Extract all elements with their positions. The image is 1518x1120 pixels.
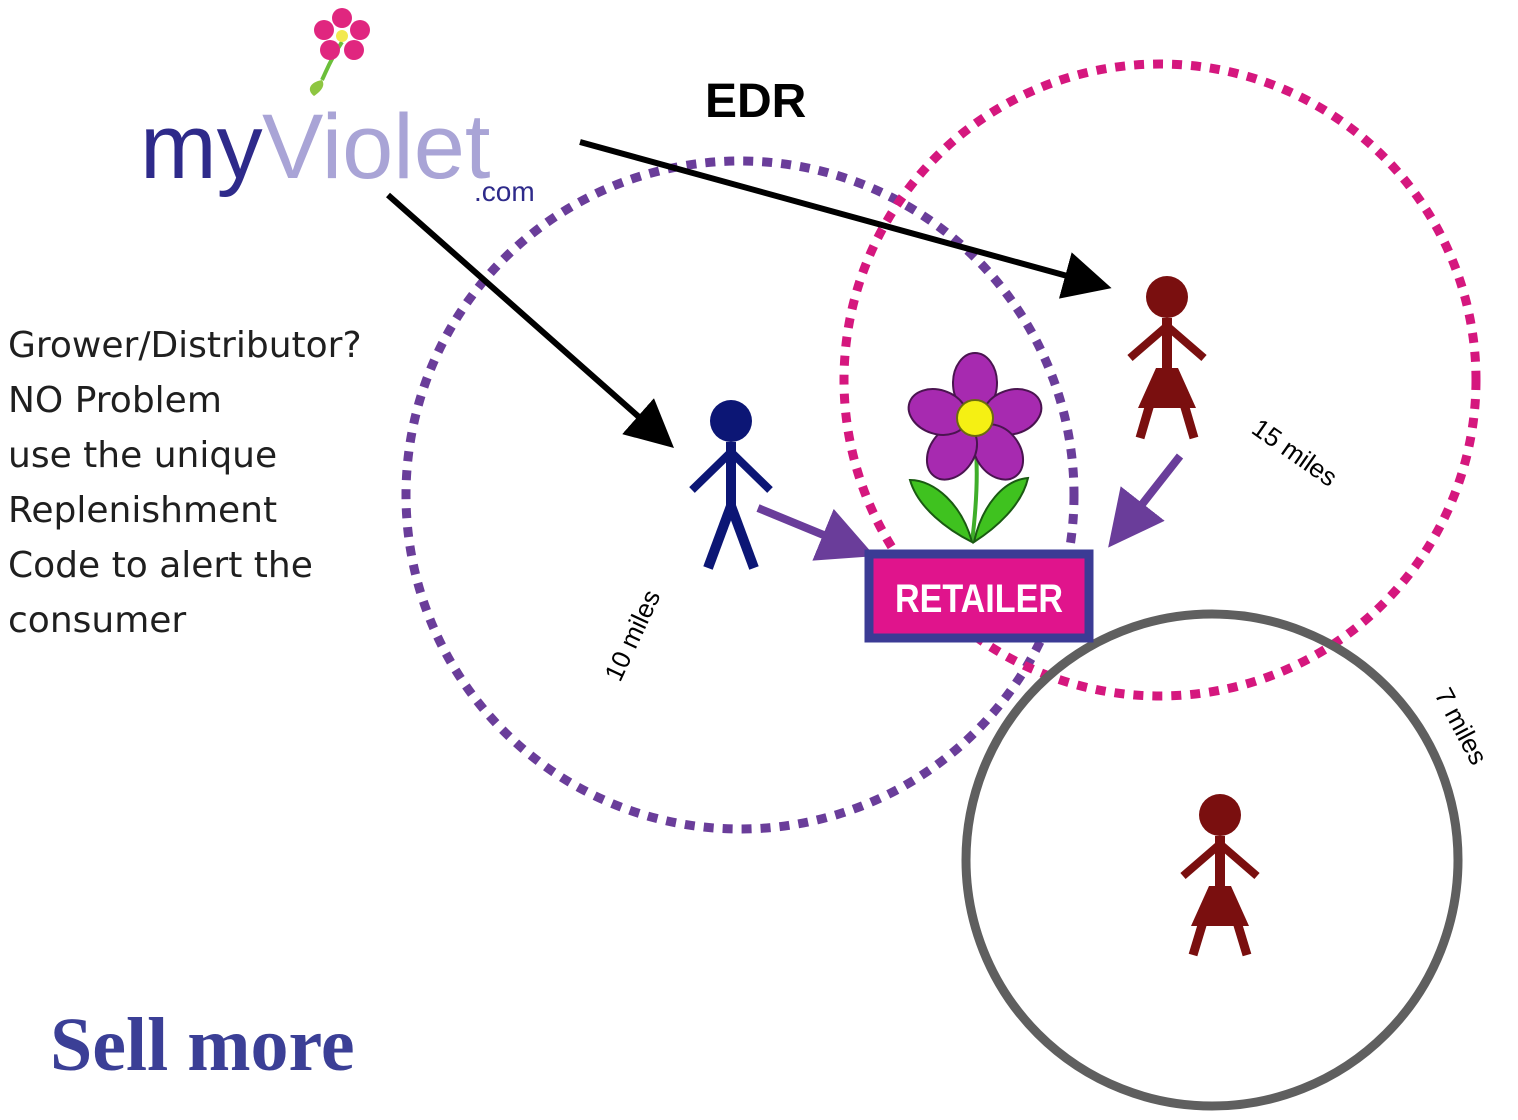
logo-text-violet: Violet: [262, 96, 490, 198]
violet-flower-icon: [907, 352, 1043, 545]
side-line-1: Grower/Distributor?: [8, 325, 362, 366]
red-consumer-to-retailer-arrow: [1108, 453, 1184, 548]
side-line-6: consumer: [8, 600, 187, 641]
logo-text-com: .com: [474, 176, 535, 207]
side-line-2: NO Problem: [8, 380, 222, 421]
blue-consumer-figure: [689, 400, 773, 570]
retailer-label: RETAILER: [895, 577, 1063, 621]
ten-mile-radius-ring: [401, 156, 1079, 834]
retailer-box: RETAILER: [864, 549, 1094, 643]
myviolet-logo: my Violet .com: [140, 8, 535, 207]
edr-arrow-to-red-consumer: [579, 139, 1112, 299]
red-consumer-figure-bottom: [1180, 794, 1260, 957]
side-line-5: Code to alert the: [8, 545, 313, 586]
logo-text-my: my: [140, 96, 263, 198]
logo-flower-icon: [309, 8, 370, 96]
edr-label: EDR: [705, 75, 806, 128]
side-line-3: use the unique: [8, 435, 278, 476]
seven-mile-radius-ring: [961, 609, 1463, 1111]
headline: Sell more: [50, 1003, 355, 1087]
side-line-4: Replenishment: [8, 490, 278, 531]
ten-miles-label: 10 miles: [598, 585, 666, 685]
fifteen-mile-radius-ring: [839, 59, 1481, 701]
edr-arrow-to-blue-consumer: [386, 192, 674, 448]
blue-consumer-to-retailer-arrow: [756, 504, 875, 561]
side-description: Grower/Distributor? NO Problem use the u…: [8, 318, 362, 648]
red-consumer-figure-top: [1127, 276, 1207, 440]
fifteen-miles-label: 15 miles: [1247, 412, 1344, 492]
